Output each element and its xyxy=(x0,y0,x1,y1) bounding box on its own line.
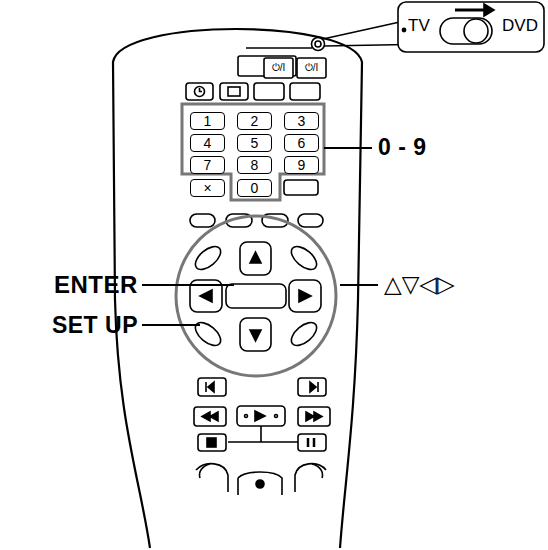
power-symbol: ⏻/I xyxy=(272,62,286,74)
button-digit: 0 xyxy=(251,180,259,196)
mode-label: DVD xyxy=(502,16,538,36)
number-button: 9 xyxy=(284,156,319,174)
number-button: 8 xyxy=(237,156,272,174)
callout-label: △▽◁▷ xyxy=(384,271,455,298)
button-digit: 7 xyxy=(204,157,212,173)
button-digit: 2 xyxy=(251,113,259,129)
callout-label: SET UP xyxy=(52,312,138,339)
button-digit: 8 xyxy=(251,157,259,173)
button-digit: 5 xyxy=(251,135,259,151)
number-button: × xyxy=(190,179,225,197)
button-digit: × xyxy=(203,180,211,196)
number-button: 3 xyxy=(284,112,319,130)
number-button: 6 xyxy=(284,134,319,152)
mode-label: TV xyxy=(408,16,430,36)
number-button: 0 xyxy=(237,179,272,197)
number-button: 1 xyxy=(190,112,225,130)
callout-label: ENTER xyxy=(54,271,138,299)
switch-inset: TV DVD xyxy=(398,2,544,52)
button-digit: 6 xyxy=(298,135,306,151)
number-button: 5 xyxy=(237,134,272,152)
button-digit: 9 xyxy=(298,157,306,173)
number-button: 2 xyxy=(237,112,272,130)
number-button: 7 xyxy=(190,156,225,174)
button-digit: 1 xyxy=(204,113,212,129)
button-digit: 3 xyxy=(298,113,306,129)
number-button: 4 xyxy=(190,134,225,152)
button-digit: 4 xyxy=(204,135,212,151)
callout-label: 0 - 9 xyxy=(378,134,427,161)
power-symbol: ⏻/I xyxy=(305,62,319,74)
